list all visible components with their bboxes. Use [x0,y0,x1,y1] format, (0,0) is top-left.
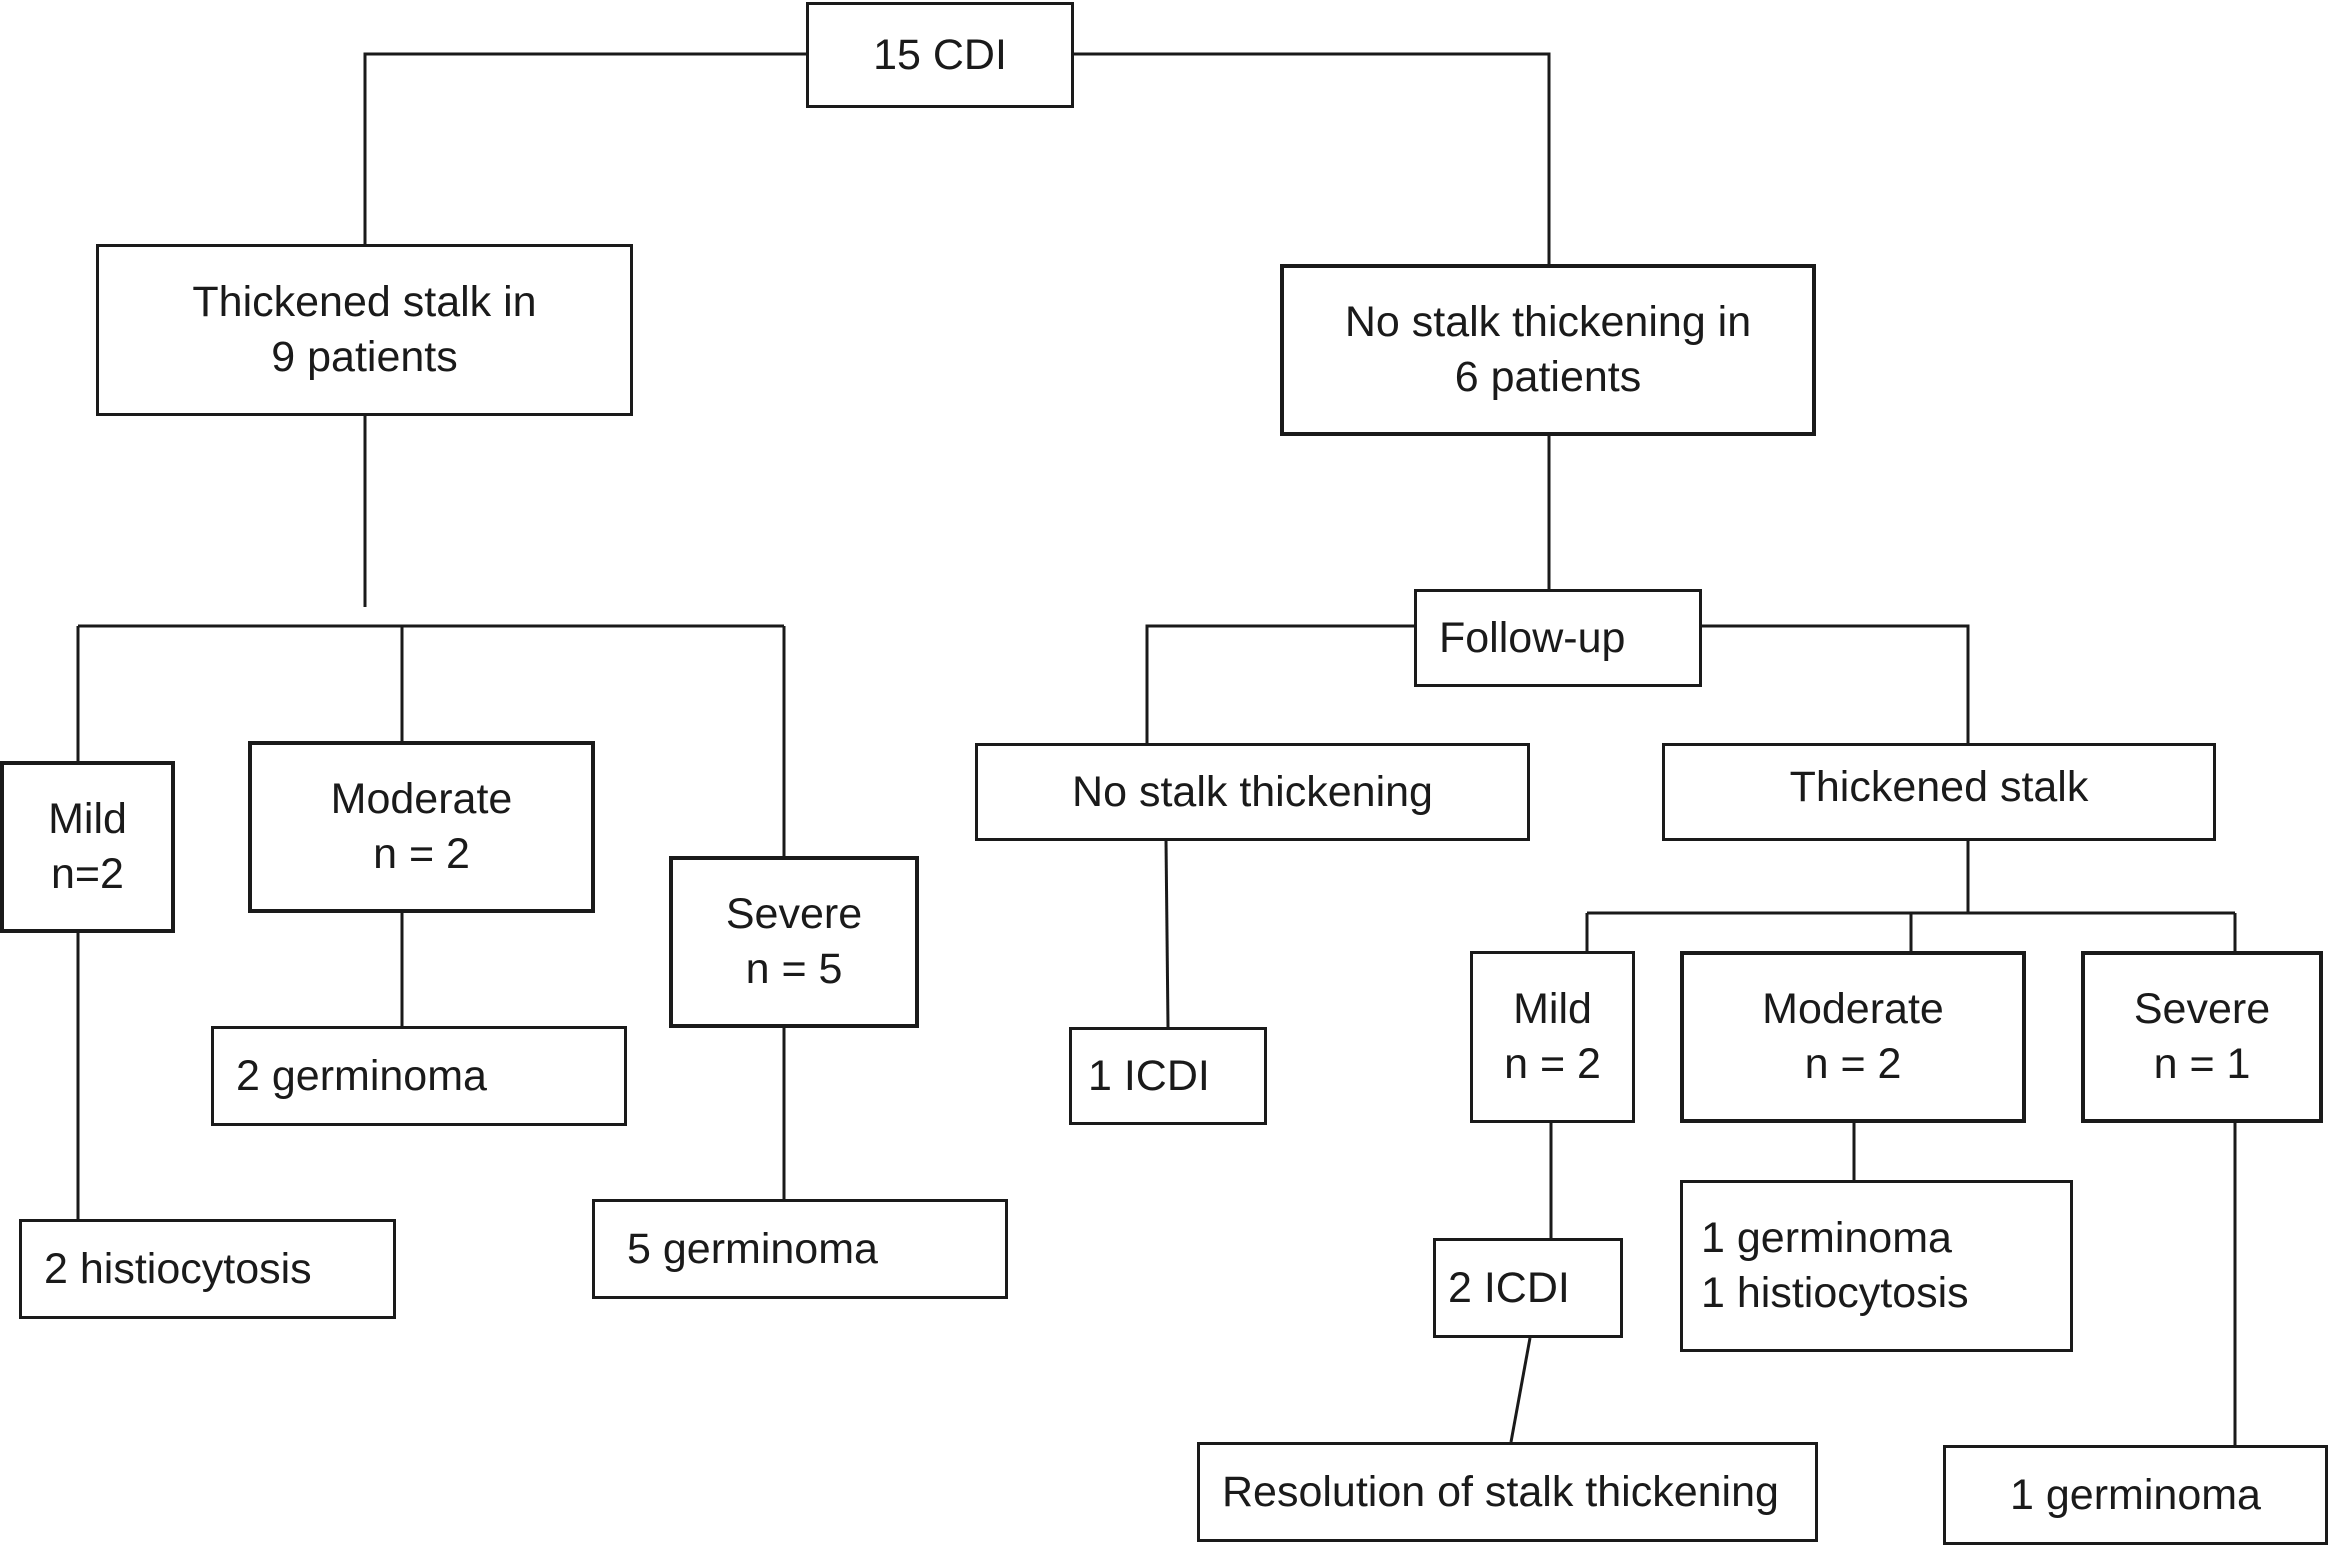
connector-followup-left [1145,624,1414,743]
left-severe-outcome-node: 5 germinoma [592,1199,1008,1299]
left-branch-line2: 9 patients [271,333,458,381]
no-thickening-node: No stalk thickening [975,743,1530,841]
left-moderate-node: Moderate n = 2 [248,741,595,913]
connector-root-left [363,52,806,244]
connector-right-resolution [1509,1337,1532,1443]
resolution-node: Resolution of stalk thickening [1197,1442,1818,1542]
no-thickening-outcome-label: 1 ICDI [1088,1051,1210,1100]
left-mild-line1: Mild [48,795,127,843]
left-branch-line1: Thickened stalk in [192,278,537,326]
follow-up-label: Follow-up [1439,613,1626,662]
root-node: 15 CDI [806,2,1074,108]
right-mild-line2: n = 2 [1504,1040,1601,1088]
right-mild-node: Mild n = 2 [1470,951,1635,1123]
left-moderate-line2: n = 2 [373,830,470,878]
right-severe-line2: n = 1 [2153,1040,2251,1088]
connector-root-right [1073,52,1551,264]
right-moderate-line2: n = 2 [1804,1040,1902,1088]
left-severe-node: Severe n = 5 [669,856,919,1028]
root-label: 15 CDI [873,30,1007,79]
right-branch-line1: No stalk thickening in [1344,298,1752,346]
left-mild-node: Mild n=2 [0,761,175,933]
thickened-stalk-node: Thickened stalk [1662,743,2216,841]
right-severe-line1: Severe [2133,985,2271,1033]
right-mild-outcome-node: 2 ICDI [1433,1238,1623,1338]
right-moderate-outcome-line1: 1 germinoma [1701,1214,1952,1262]
right-branch-line2: 6 patients [1454,353,1642,401]
right-moderate-node: Moderate n = 2 [1680,951,2026,1123]
left-mild-outcome-label: 2 histiocytosis [44,1244,312,1293]
left-severe-line2: n = 5 [745,945,843,993]
left-severe-outcome-label: 5 germinoma [627,1224,878,1273]
left-mild-outcome-node: 2 histiocytosis [19,1219,396,1319]
right-branch-node: No stalk thickening in 6 patients [1280,264,1816,436]
right-moderate-line1: Moderate [1762,985,1944,1033]
right-moderate-outcome-line2: 1 histiocytosis [1701,1269,1969,1317]
no-thickening-outcome-node: 1 ICDI [1069,1027,1267,1125]
connector-followup-right [1702,624,1970,743]
right-mild-outcome-label: 2 ICDI [1448,1263,1570,1312]
no-thickening-label: No stalk thickening [1072,767,1433,816]
follow-up-node: Follow-up [1414,589,1702,687]
left-branch-node: Thickened stalk in 9 patients [96,244,633,416]
left-moderate-outcome-label: 2 germinoma [236,1051,487,1100]
left-severe-line1: Severe [725,890,863,938]
thickened-stalk-label: Thickened stalk [1789,762,2089,811]
right-severe-node: Severe n = 1 [2081,951,2323,1123]
left-mild-line2: n=2 [51,850,124,898]
right-moderate-outcome-node: 1 germinoma 1 histiocytosis [1680,1180,2073,1352]
left-moderate-outcome-node: 2 germinoma [211,1026,627,1126]
right-severe-outcome-node: 1 germinoma [1943,1445,2328,1545]
right-severe-outcome-label: 1 germinoma [2010,1470,2261,1519]
resolution-label: Resolution of stalk thickening [1222,1467,1779,1516]
connector-no-thickening-outcome [1164,839,1170,1028]
left-moderate-line1: Moderate [330,775,513,823]
right-mild-line1: Mild [1513,985,1592,1033]
